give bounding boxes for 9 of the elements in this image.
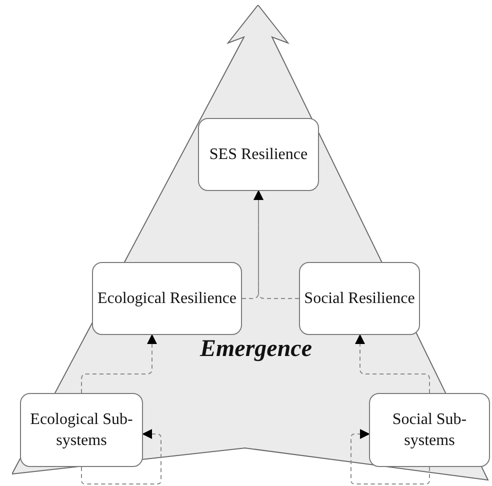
rounded-box: Social Resilience [299,262,420,335]
rounded-box: Ecological Resilience [92,262,242,335]
dashed-arrow [350,429,430,484]
dashed-arrow [355,334,430,394]
dashed-arrow [254,190,300,299]
dashed-arrow [81,334,157,394]
dashed-arrow [81,429,162,484]
rounded-box: SES Resilience [198,118,319,191]
emergence-label: Emergence [200,336,312,363]
